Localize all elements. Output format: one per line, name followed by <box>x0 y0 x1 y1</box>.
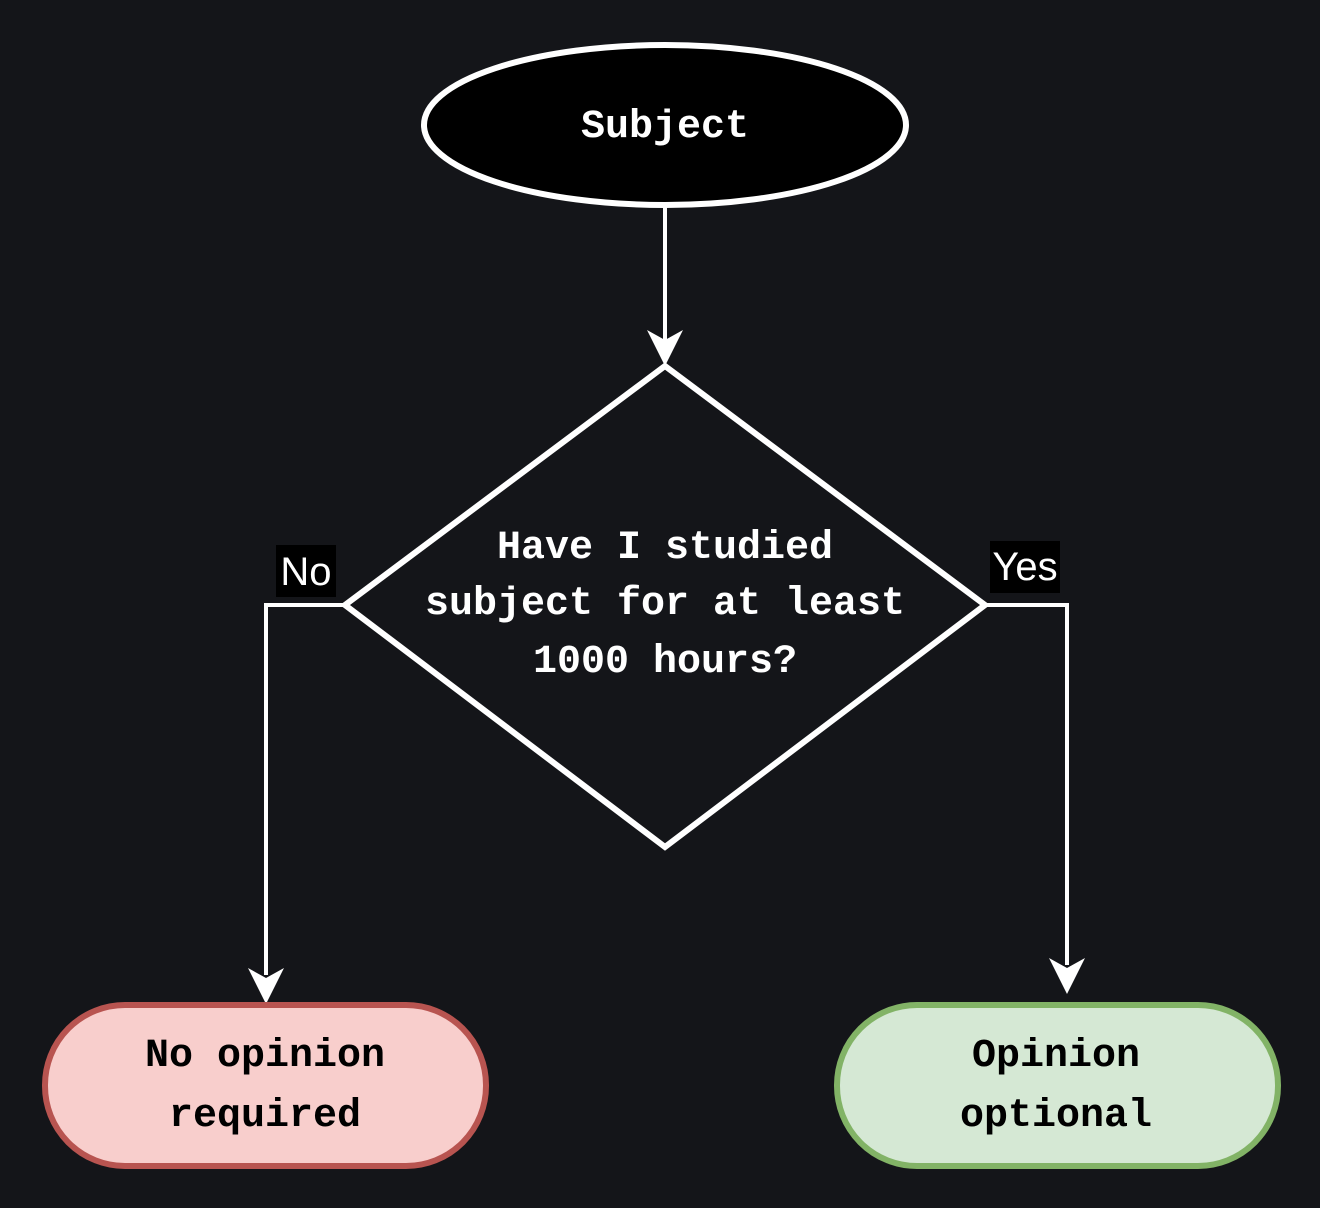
outcome-yes-line-2: optional <box>960 1094 1152 1139</box>
edge-no-label: No <box>280 550 331 594</box>
outcome-yes-shape <box>834 1002 1281 1169</box>
outcome-yes-line-1: Opinion <box>972 1034 1140 1079</box>
edge-yes-label: Yes <box>992 545 1057 589</box>
edge-no-line <box>264 603 345 975</box>
start-ellipse <box>421 42 909 208</box>
decision-line-3: 1000 hours? <box>533 640 797 685</box>
decision-line-1: Have I studied <box>497 526 833 571</box>
arrowhead-icon <box>248 968 284 1004</box>
arrowhead-icon <box>647 330 683 366</box>
decision-node: Have I studied subject for at least 1000… <box>340 362 990 851</box>
edge-start-to-decision <box>647 207 683 366</box>
decision-diamond <box>340 362 990 851</box>
decision-line-2: subject for at least <box>425 582 905 627</box>
edge-no-label-bg <box>276 545 336 597</box>
outcome-no-line-1: No opinion <box>145 1034 385 1079</box>
outcome-no-line-2: required <box>169 1094 361 1139</box>
edge-no: No <box>248 545 345 1004</box>
edge-yes-label-bg <box>990 541 1060 593</box>
outcome-no-node: No opinion required <box>42 1002 489 1169</box>
outcome-yes-node: Opinion optional <box>834 1002 1281 1169</box>
edge-yes: Yes <box>985 541 1085 994</box>
arrowhead-icon <box>1049 958 1085 994</box>
start-node: Subject <box>421 42 909 208</box>
outcome-no-shape <box>42 1002 489 1169</box>
start-label: Subject <box>581 105 749 150</box>
edge-yes-line <box>985 603 1069 965</box>
